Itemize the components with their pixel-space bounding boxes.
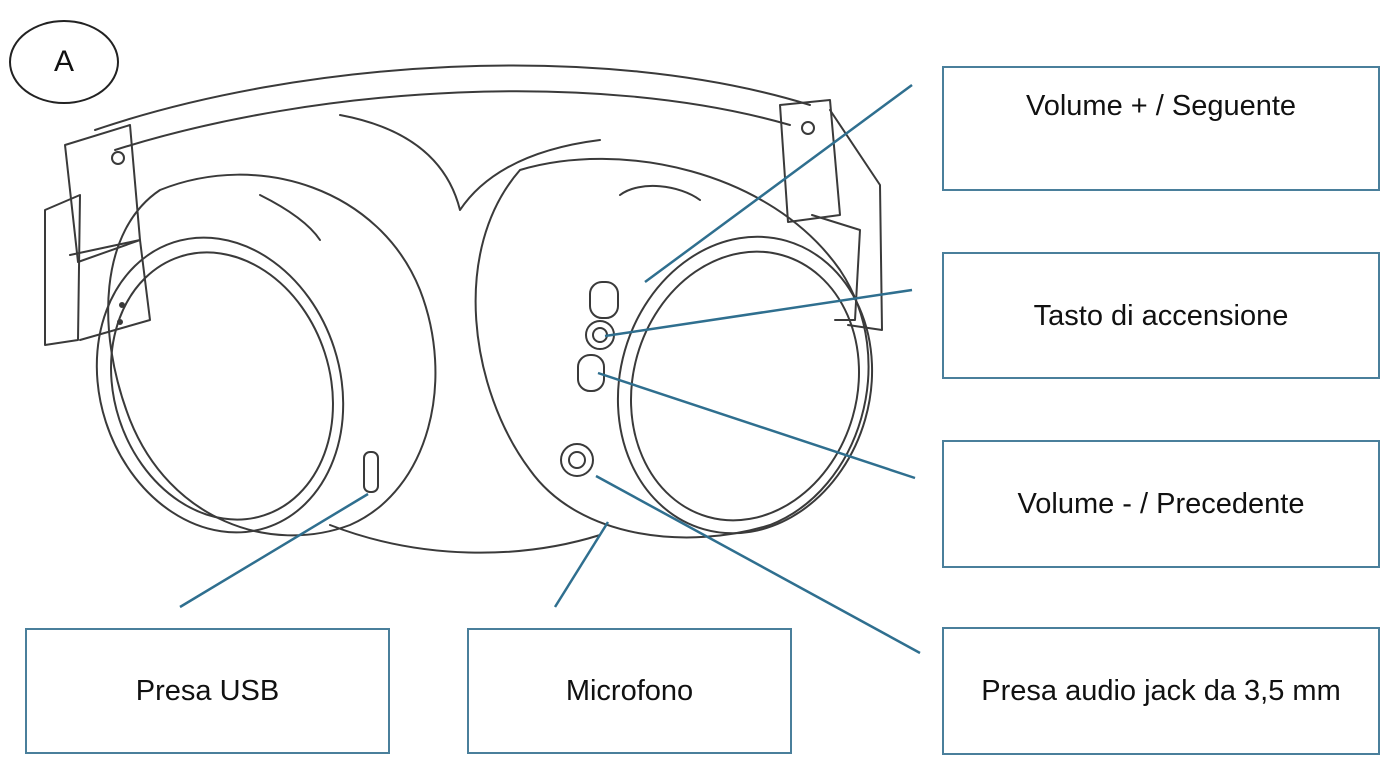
callout-audio-jack-label: Presa audio jack da 3,5 mm (981, 675, 1341, 707)
headband (94, 64, 811, 131)
usb-port (363, 451, 379, 493)
right-earcup (474, 157, 870, 539)
right-ear-plate (616, 235, 874, 535)
leader-line-power (604, 288, 913, 338)
callout-volume-down: Volume - / Precedente (942, 440, 1380, 568)
left-ear-plate (95, 236, 345, 534)
left-earcup (107, 173, 437, 537)
callout-usb: Presa USB (25, 628, 390, 754)
figure-label-badge: A (9, 20, 119, 104)
figure-label: A (53, 45, 74, 78)
volume-down-button (577, 354, 605, 392)
leader-line-audio-jack (595, 474, 921, 655)
right-yoke (779, 99, 841, 223)
callout-volume-up: Volume + / Seguente (942, 66, 1380, 191)
callout-usb-label: Presa USB (135, 675, 280, 707)
callout-volume-down-label: Volume - / Precedente (1017, 488, 1305, 520)
callout-microphone: Microfono (467, 628, 792, 754)
callout-audio-jack: Presa audio jack da 3,5 mm (942, 627, 1380, 755)
callout-volume-up-label: Volume + / Seguente (1025, 90, 1297, 122)
volume-up-button (589, 281, 619, 319)
leader-line-microphone (553, 521, 610, 608)
leader-line-usb (179, 492, 369, 609)
leader-line-volume-down (597, 371, 916, 480)
leader-line-volume-up (644, 83, 913, 284)
audio-jack-port (560, 443, 594, 477)
callout-power: Tasto di accensione (942, 252, 1380, 379)
callout-power-label: Tasto di accensione (1033, 299, 1289, 332)
callout-microphone-label: Microfono (565, 675, 694, 707)
